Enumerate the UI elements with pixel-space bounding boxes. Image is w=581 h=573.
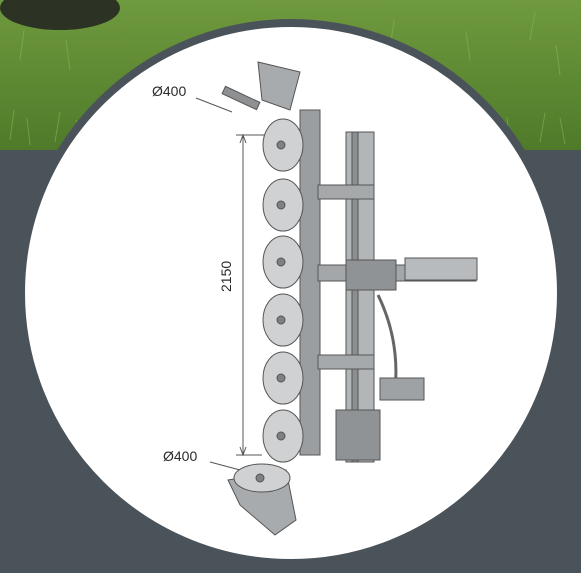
- diameter-label-bottom: Ø400: [163, 448, 198, 464]
- mower-assembly: [221, 61, 478, 536]
- leader-top: [195, 97, 233, 113]
- length-dimension-line: [195, 97, 268, 471]
- white-circle-frame: [17, 19, 565, 567]
- length-label: 2150: [218, 260, 234, 292]
- diameter-label-top: Ø400: [152, 83, 187, 99]
- tire-shadow: [0, 0, 120, 30]
- leader-bottom: [209, 461, 241, 471]
